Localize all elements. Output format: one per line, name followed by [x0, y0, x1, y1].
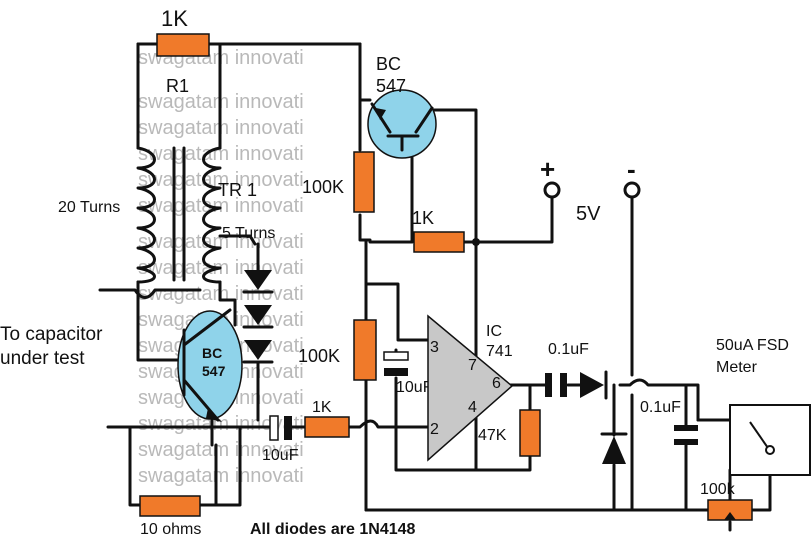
- resistor-100k-top: [353, 151, 375, 213]
- label-r-100k-mid: 100K: [298, 346, 340, 366]
- label-turns-5: 5 Turns: [222, 225, 275, 242]
- resistor-10ohm: [139, 495, 201, 517]
- label-q-top-2: 547: [376, 76, 406, 96]
- opamp-ic741: [427, 314, 514, 462]
- label-ic-2: 741: [486, 343, 513, 360]
- watermark-line: swagatam innovati: [138, 413, 304, 435]
- label-pot-100k: 100k: [700, 481, 736, 498]
- watermark-line: swagatam innovati: [138, 143, 304, 165]
- diode-series: [580, 370, 608, 400]
- label-r-100k-top: 100K: [302, 177, 344, 197]
- label-r-1k-low: 1K: [312, 399, 332, 416]
- watermark-line: swagatam innovati: [138, 169, 304, 191]
- label-pin2: 2: [430, 421, 439, 438]
- diode-shunt: [600, 432, 628, 464]
- label-capacitor-2: under test: [0, 348, 85, 369]
- label-minus: -: [627, 154, 636, 184]
- label-tr1: TR 1: [218, 180, 257, 200]
- label-r-47k: 47K: [478, 427, 507, 444]
- label-ic-1: IC: [486, 323, 502, 340]
- resistor-1k-mid: [413, 231, 465, 253]
- potentiometer-100k: [707, 499, 753, 532]
- junction-dot: [472, 238, 480, 246]
- label-turns-20: 20 Turns: [58, 199, 120, 216]
- watermark-line: swagatam innovati: [138, 195, 304, 217]
- watermark-line: swagatam innovati: [138, 465, 304, 487]
- label-note: All diodes are 1N4148: [250, 521, 416, 538]
- capacitor-10uf-low: [269, 415, 292, 441]
- transformer-tr1: [136, 146, 222, 284]
- label-r1: R1: [166, 76, 189, 96]
- label-capacitor-1: To capacitor: [0, 324, 103, 345]
- resistor-1k-low: [304, 416, 350, 438]
- label-c-01-top: 0.1uF: [548, 341, 589, 358]
- label-q-top-1: BC: [376, 54, 401, 74]
- resistor-1k-top: [156, 33, 210, 57]
- label-r-1k-mid: 1K: [412, 208, 434, 228]
- label-c-01-right: 0.1uF: [640, 399, 681, 416]
- label-pin4: 4: [468, 399, 477, 416]
- label-r-10ohm: 10 ohms: [140, 521, 201, 538]
- meter-50ua: [729, 404, 811, 476]
- terminal-positive: [543, 181, 561, 199]
- resistor-100k-mid: [353, 319, 377, 381]
- capacitor-01uf-right: [674, 425, 698, 445]
- label-pin3: 3: [430, 339, 439, 356]
- resistor-47k: [519, 409, 541, 457]
- label-c-10uf-low: 10uF: [262, 447, 299, 464]
- label-plus: +: [540, 154, 555, 184]
- label-pin7: 7: [468, 357, 477, 374]
- label-q-bot-1: BC: [202, 345, 222, 361]
- watermark-line: swagatam innovati: [138, 231, 304, 253]
- label-pin6: 6: [492, 375, 501, 392]
- capacitor-10uf-right: [383, 351, 409, 376]
- label-voltage: 5V: [576, 203, 601, 225]
- capacitor-01uf-top: [545, 373, 567, 397]
- label-c-10uf-right: 10uF: [396, 379, 433, 396]
- watermark-line: swagatam innovati: [138, 439, 304, 461]
- transistor-bc547-bottom: [177, 308, 243, 422]
- label-r-top: 1K: [161, 6, 188, 31]
- diode-chain: [242, 270, 274, 382]
- label-meter-2: Meter: [716, 359, 758, 376]
- wiring: [98, 42, 772, 512]
- label-meter-1: 50uA FSD: [716, 337, 789, 354]
- terminal-negative: [623, 181, 641, 199]
- label-q-bot-2: 547: [202, 363, 226, 379]
- transistor-bc547-top: [367, 89, 437, 159]
